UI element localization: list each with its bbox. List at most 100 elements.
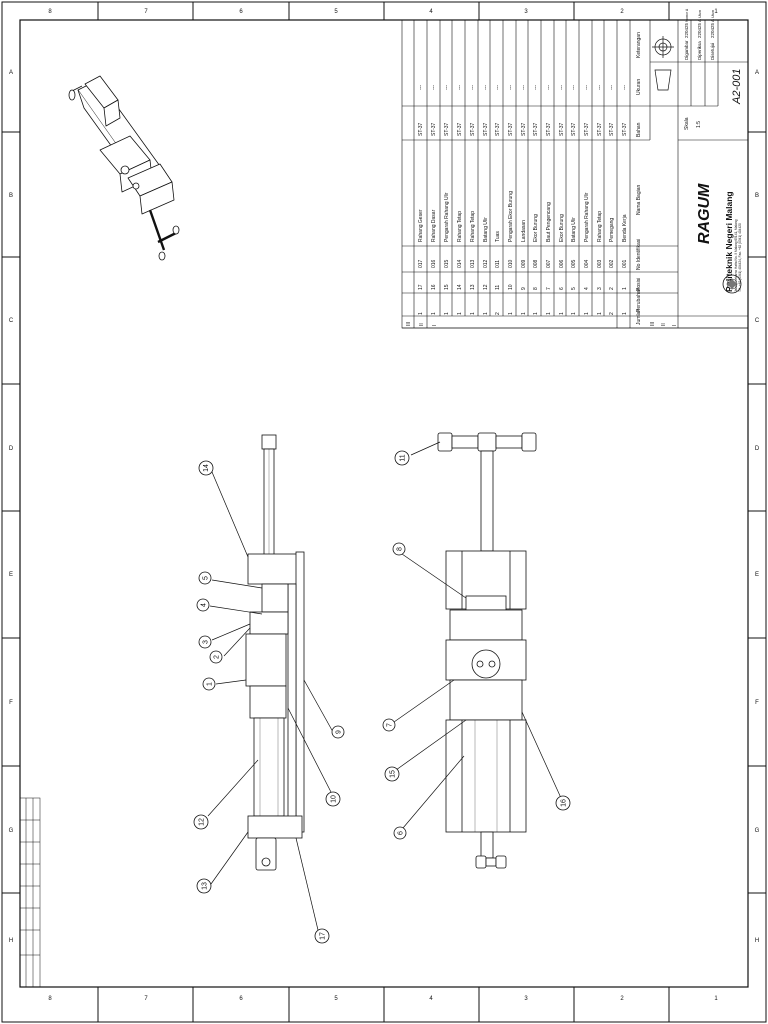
top-view — [437, 432, 537, 869]
row-pos: 2 — [609, 287, 615, 290]
row-id: 017 — [418, 259, 424, 268]
sign-name: A. Ulum — [698, 10, 702, 22]
row-name: Tuas — [495, 231, 501, 242]
svg-text:10: 10 — [331, 795, 338, 803]
row-name: Rahang Tetap — [597, 211, 603, 242]
zone-right-B: B — [755, 193, 759, 199]
zone-left-C: C — [9, 318, 14, 324]
balloon-10: 10 — [325, 791, 341, 807]
tolerance-table — [19, 797, 41, 988]
row-qty: 1 — [483, 312, 489, 315]
rev-col-1: I — [672, 325, 678, 326]
side-view — [245, 434, 305, 871]
row-ukuran: --- — [418, 85, 424, 90]
svg-text:8: 8 — [397, 547, 404, 551]
row-ukuran: --- — [470, 85, 476, 90]
row-material: ST-37 — [533, 122, 539, 136]
zone-labels: 8 7 6 5 4 3 2 1 8 7 6 5 4 3 2 1 A B C D … — [9, 9, 760, 1002]
row-id: 013 — [470, 259, 476, 268]
row-qty: 1 — [521, 312, 527, 315]
row-ukuran: --- — [483, 85, 489, 90]
row-pos: 16 — [431, 284, 437, 290]
sign-role: Disetujui — [710, 43, 715, 60]
zone-left-H: H — [9, 938, 13, 944]
row-id: 006 — [559, 259, 565, 268]
zone-right-E: E — [755, 572, 759, 578]
zone-left-D: D — [9, 446, 14, 452]
row-qty: 1 — [457, 312, 463, 315]
row-material: ST-37 — [521, 122, 527, 136]
zone-left-B: B — [9, 193, 13, 199]
svg-text:13: 13 — [202, 882, 209, 890]
row-material: ST-37 — [597, 122, 603, 136]
row-name: Baut Pengencang — [546, 202, 552, 242]
zone-right-G: G — [755, 828, 760, 834]
balloons: 14 5 4 3 2 1 9 10 — [193, 450, 571, 944]
zone-bottom-6: 6 — [239, 996, 243, 1002]
row-qty: 1 — [431, 312, 437, 315]
row-material: ST-37 — [571, 122, 577, 136]
zone-top-1: 1 — [714, 9, 718, 15]
row-ukuran: --- — [609, 85, 615, 90]
row-name: Rahang Dasar — [431, 209, 437, 242]
sign-date: 220425 — [710, 22, 715, 38]
row-ukuran: --- — [584, 85, 590, 90]
row-name: Rahang Tetap — [457, 211, 463, 242]
row-material: ST-37 — [546, 122, 552, 136]
row-ukuran: --- — [431, 85, 437, 90]
zone-bottom-8: 8 — [48, 996, 52, 1002]
row-qty: 1 — [444, 312, 450, 315]
row-ukuran: --- — [559, 85, 565, 90]
row-material: ST-37 — [444, 122, 450, 136]
isometric-view — [68, 75, 180, 261]
zone-bottom-4: 4 — [429, 996, 433, 1002]
row-pos: 13 — [470, 284, 476, 290]
svg-text:15: 15 — [390, 770, 397, 778]
sign-name: A. Ulum — [711, 10, 715, 22]
row-pos: 14 — [457, 284, 463, 290]
rev-col-3: III — [650, 322, 656, 326]
drawing-title: RAGUM — [696, 183, 713, 244]
sign-date: 220425 — [684, 22, 689, 38]
row-name: Rahang Geser — [418, 209, 424, 242]
svg-text:11: 11 — [400, 454, 407, 461]
balloon-4: 4 — [196, 598, 210, 612]
row-qty: 1 — [622, 312, 628, 315]
balloon-12: 12 — [193, 814, 209, 830]
svg-text:14: 14 — [203, 464, 210, 472]
zone-top-5: 5 — [334, 9, 338, 15]
row-id: 002 — [609, 259, 615, 268]
sign-date: 220425 — [697, 22, 702, 38]
row-material: ST-37 — [495, 122, 501, 136]
svg-text:5: 5 — [203, 576, 210, 580]
institution-address-2: Tel. +62 (0341) 404424, Fax. +62 (0341) … — [738, 223, 742, 292]
row-name: Ekor Burung — [533, 214, 539, 242]
balloon-7: 7 — [382, 718, 396, 732]
header-qty: Jumlah — [636, 309, 642, 325]
zone-bottom-3: 3 — [524, 996, 528, 1002]
balloon-3: 3 — [198, 635, 212, 649]
row-qty: 1 — [571, 312, 577, 315]
row-material: ST-37 — [559, 122, 565, 136]
row-ukuran: --- — [546, 85, 552, 90]
balloon-5: 5 — [198, 571, 212, 585]
row-id: 004 — [584, 259, 590, 268]
svg-text:9: 9 — [336, 730, 343, 734]
header-name: Nama Bagian — [636, 184, 642, 215]
svg-text:7: 7 — [387, 723, 394, 727]
parts-list-rows: 1 17 017 Rahang Geser ST-37 --- 1 16 016… — [406, 32, 678, 326]
sign-role: Digambar — [684, 40, 689, 60]
zone-top-4: 4 — [429, 9, 433, 15]
zone-bottom-2: 2 — [620, 996, 624, 1002]
row-pos: 1 — [622, 287, 628, 290]
balloon-2: 2 — [209, 650, 223, 664]
row-ukuran: --- — [508, 85, 514, 90]
balloon-8: 8 — [392, 542, 406, 556]
balloon-15: 15 — [384, 766, 400, 782]
balloon-14: 14 — [198, 460, 214, 476]
zone-right-H: H — [755, 938, 759, 944]
row-pos: 3 — [597, 287, 603, 290]
svg-text:12: 12 — [199, 818, 206, 826]
row-pos: 15 — [444, 284, 450, 290]
